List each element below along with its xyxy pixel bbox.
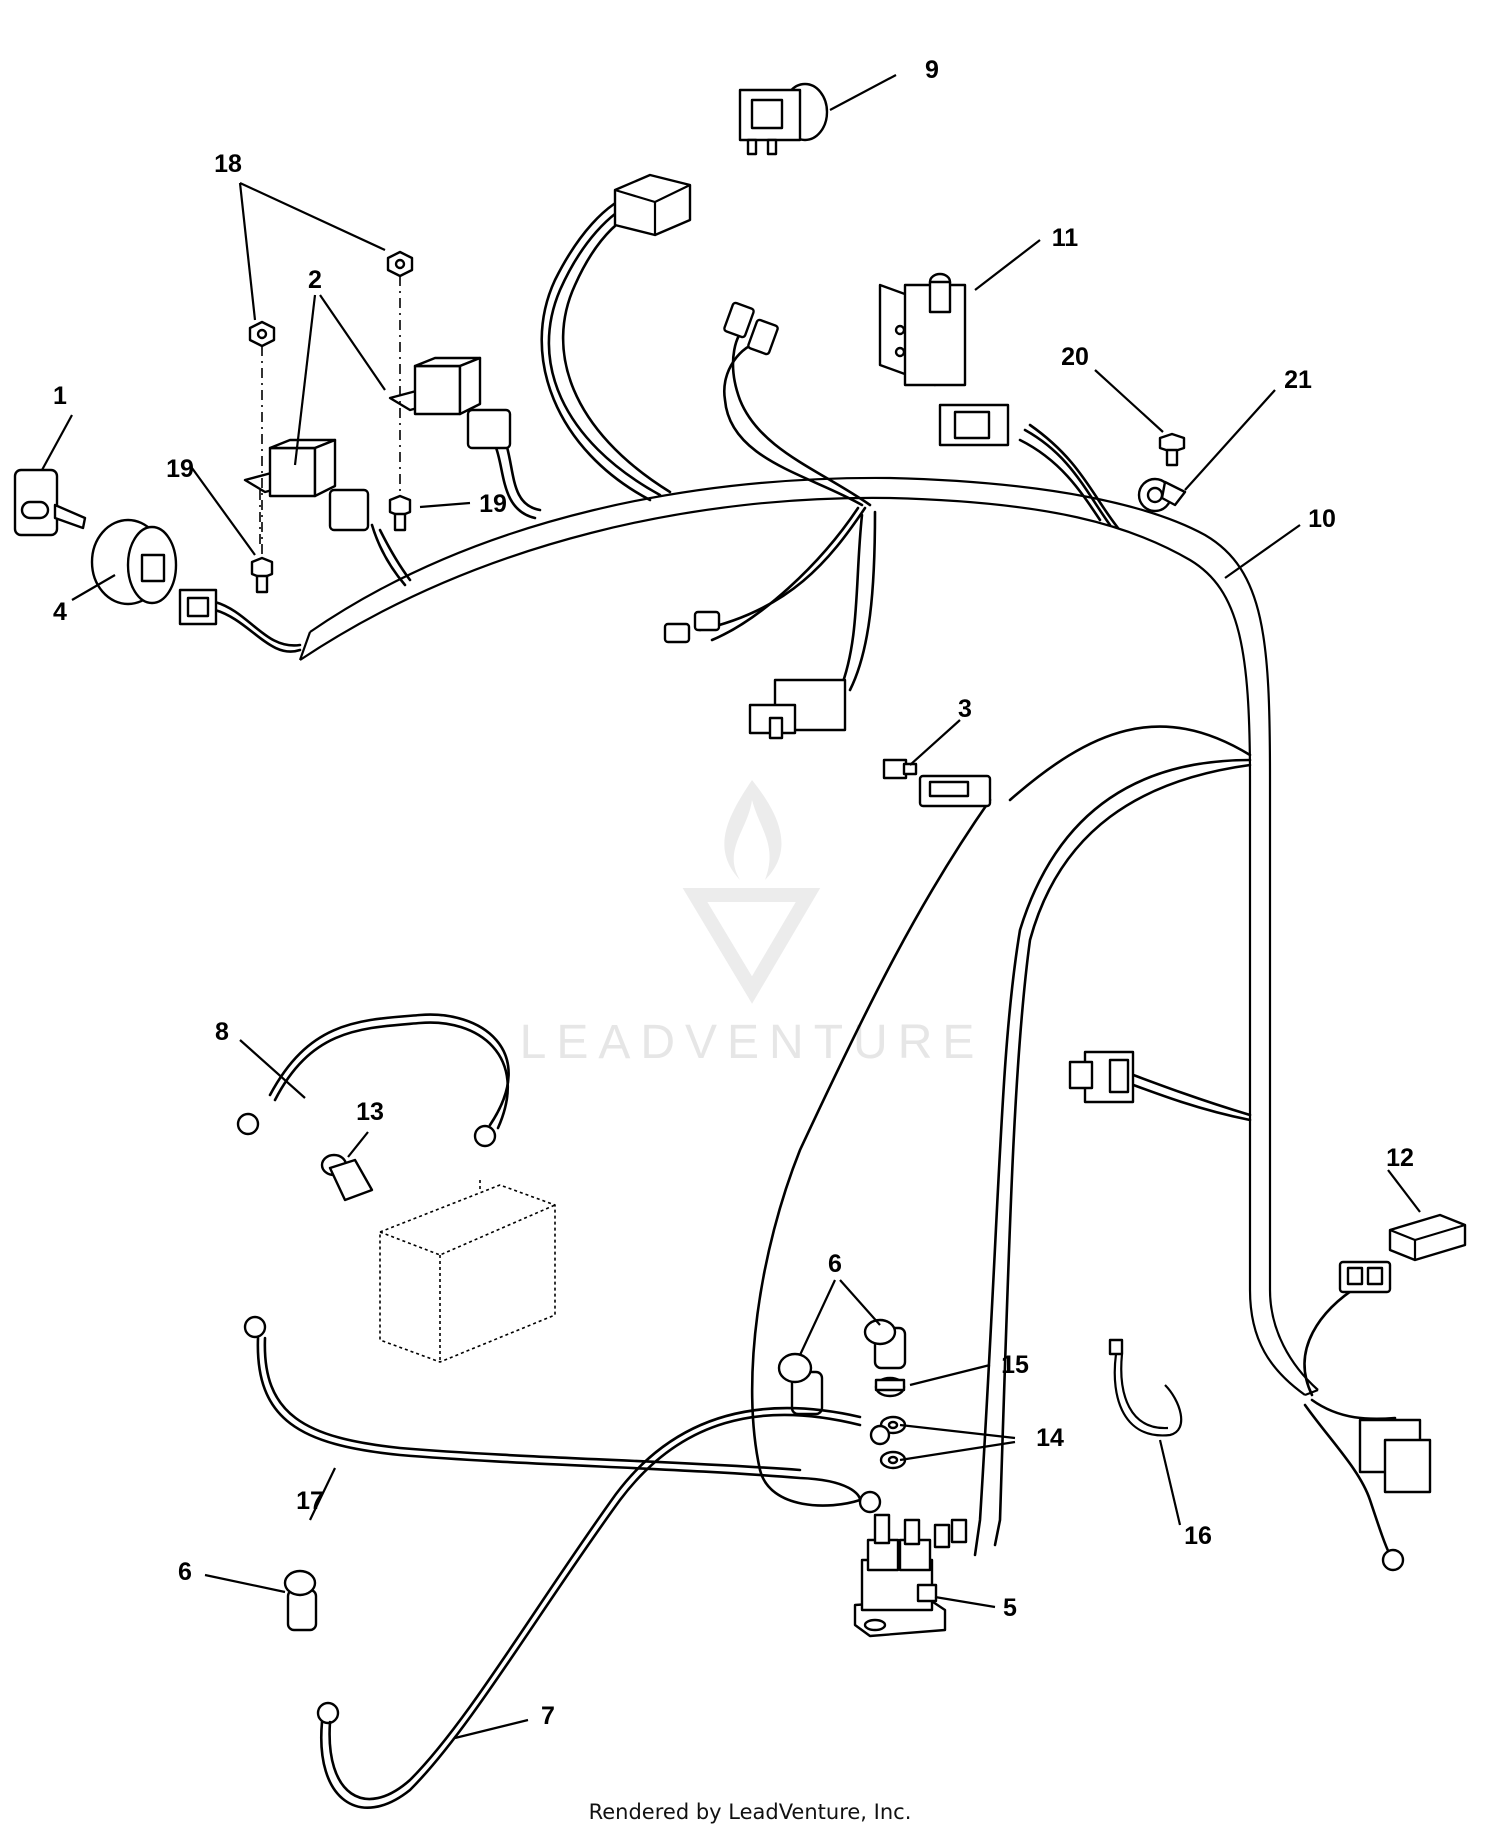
pto-switch <box>738 82 829 156</box>
callout-16: 16 <box>1184 1522 1212 1550</box>
callout-20: 20 <box>1061 343 1089 371</box>
callout-18: 18 <box>214 150 242 178</box>
callout-19-right: 19 <box>479 490 507 518</box>
battery <box>379 1180 556 1363</box>
battery-cable-short <box>236 1013 510 1148</box>
hex-nut-left <box>248 320 276 348</box>
callout-5: 5 <box>1003 1594 1017 1622</box>
callout-10: 10 <box>1308 505 1336 533</box>
starter-solenoid <box>853 1513 968 1638</box>
callout-2: 2 <box>308 266 322 294</box>
callout-21: 21 <box>1284 366 1312 394</box>
spade-terminal-top-left <box>723 301 755 339</box>
callout-6-upper: 6 <box>828 1250 842 1278</box>
fuse-holder <box>918 774 992 808</box>
footer-credit: Rendered by LeadVenture, Inc. <box>588 1800 912 1824</box>
terminal-boot-upper-left <box>777 1352 824 1416</box>
bolt-right <box>388 494 412 532</box>
seat-switch <box>878 272 967 387</box>
watermark-v-icon <box>682 888 821 1004</box>
callout-leaders <box>41 74 1421 1740</box>
connector-plug-12 <box>1338 1260 1392 1294</box>
spade-terminal-top-right <box>747 318 779 356</box>
callout-19-left: 19 <box>166 455 194 483</box>
main-harness <box>298 476 1319 1397</box>
cable-clamp <box>1137 477 1187 513</box>
screw <box>1158 432 1186 467</box>
starter-cable <box>316 1406 891 1809</box>
callout-12: 12 <box>1386 1144 1414 1172</box>
battery-cable-long <box>243 1315 882 1514</box>
fuse <box>882 758 918 780</box>
callout-6-lower: 6 <box>178 1558 192 1586</box>
callout-1: 1 <box>53 382 67 410</box>
harness-connector-top <box>613 173 692 237</box>
callout-15: 15 <box>1001 1351 1029 1379</box>
watermark-flame-icon <box>724 780 782 880</box>
callout-7: 7 <box>541 1702 555 1730</box>
callout-4: 4 <box>53 598 67 626</box>
relay-lower <box>243 438 370 545</box>
callout-9: 9 <box>925 56 939 84</box>
bolt-left <box>250 556 274 594</box>
seat-switch-connector <box>938 403 1010 447</box>
lock-washer-lower <box>879 1450 907 1470</box>
watermark-text: LEADVENTURE <box>520 1016 985 1069</box>
connector-cover <box>1388 1213 1467 1262</box>
solenoid-nut <box>874 1376 906 1398</box>
harness-end-connector <box>1358 1418 1432 1494</box>
callout-11: 11 <box>1052 224 1079 252</box>
terminal-boot-upper-right <box>863 1318 907 1370</box>
callout-13: 13 <box>356 1098 384 1126</box>
callout-labels: 1 2 3 4 5 6 6 7 8 9 10 11 12 13 14 15 16… <box>53 56 1414 1730</box>
callout-14: 14 <box>1036 1424 1064 1452</box>
harness-connector-middle <box>748 678 847 740</box>
battery-terminal-cover <box>320 1153 374 1202</box>
ignition-switch <box>90 518 218 626</box>
harness-connector-side <box>1068 1050 1135 1104</box>
callout-17: 17 <box>296 1487 324 1515</box>
watermark: LEADVENTURE <box>520 780 985 1069</box>
terminal-boot-lower <box>283 1569 318 1632</box>
hex-nut-right <box>386 250 414 278</box>
callout-3: 3 <box>958 695 972 723</box>
callout-8: 8 <box>215 1018 229 1046</box>
spade-terminal-lower-left <box>663 622 691 644</box>
spade-terminal-lower-right <box>693 610 721 632</box>
ignition-key <box>13 468 87 537</box>
cable-tie <box>1108 1338 1183 1437</box>
ring-terminal-ground <box>1381 1548 1405 1572</box>
relay-upper <box>388 356 512 450</box>
